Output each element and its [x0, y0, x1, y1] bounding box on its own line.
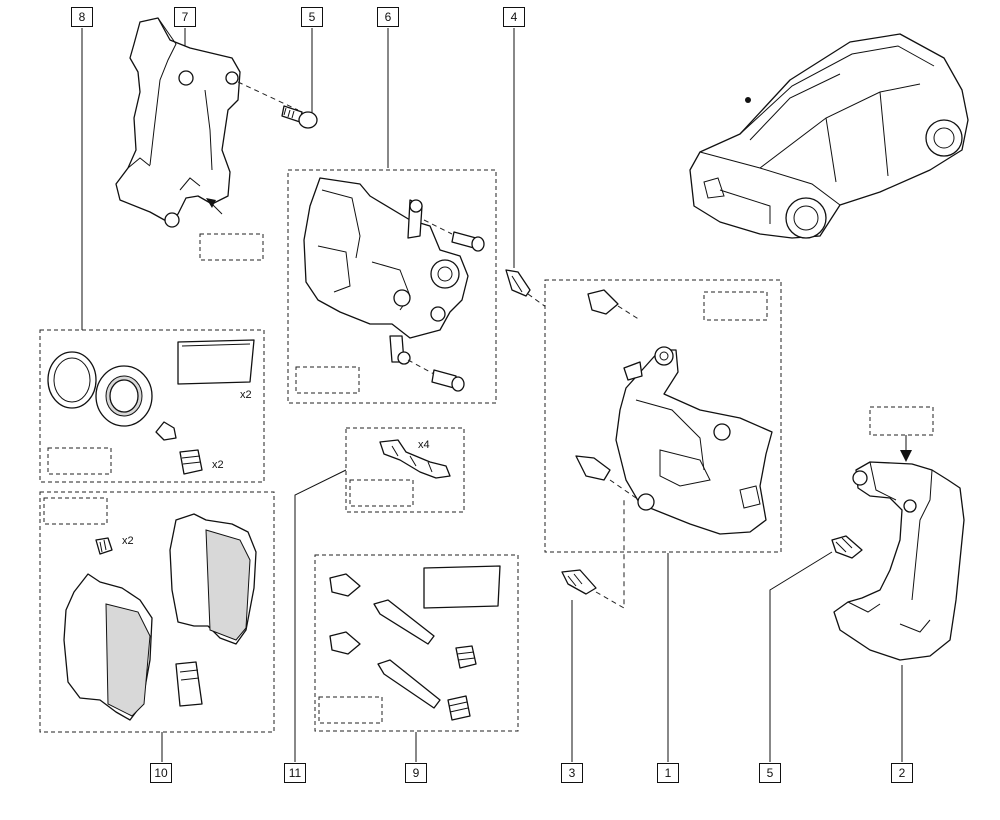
- callout-3[interactable]: 3: [561, 763, 583, 783]
- qty-seal-sachet: x2: [240, 389, 252, 401]
- callout-1[interactable]: 1: [657, 763, 679, 783]
- quantity-labels: x2 x2 x4 x2: [122, 389, 430, 547]
- qty-spring-clips: x4: [418, 439, 430, 451]
- callout-6[interactable]: 6: [377, 7, 399, 27]
- part-3-bolt: [561, 500, 625, 609]
- part-10-brake-pads: [39, 491, 275, 733]
- callout-5-top[interactable]: 5: [301, 7, 323, 27]
- callout-11[interactable]: 11: [284, 763, 306, 783]
- callout-9[interactable]: 9: [405, 763, 427, 783]
- part-8-seal-kit: [39, 329, 265, 483]
- qty-seal-boot: x2: [212, 459, 224, 471]
- leader-lines: [81, 28, 903, 762]
- part-5-bolt-top: [281, 105, 318, 129]
- callout-5-bottom[interactable]: 5: [759, 763, 781, 783]
- vehicle-illustration: [689, 33, 969, 239]
- callout-2[interactable]: 2: [891, 763, 913, 783]
- callout-4[interactable]: 4: [503, 7, 525, 27]
- callout-8[interactable]: 8: [71, 7, 93, 27]
- part-11-spring-clips: [345, 427, 465, 513]
- qty-pad-bolts: x2: [122, 535, 134, 547]
- part-6-caliper-kit: [287, 169, 497, 404]
- part-1-caliper-body: [544, 279, 782, 553]
- part-7-caliper-bracket: [115, 17, 299, 261]
- callout-7[interactable]: 7: [174, 7, 196, 27]
- callout-10[interactable]: 10: [150, 763, 172, 783]
- part-2-caliper-bracket: [831, 406, 965, 661]
- part-9-guide-pin-kit: [314, 554, 519, 732]
